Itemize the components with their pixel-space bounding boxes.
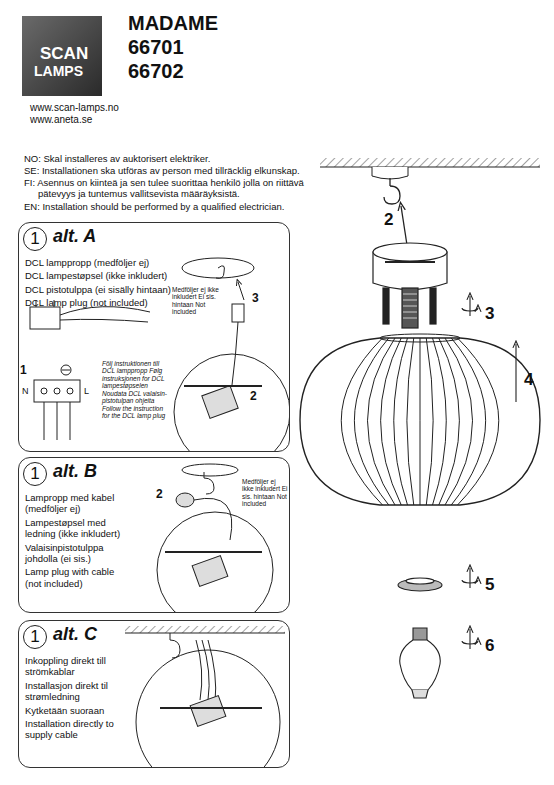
- option-text-block: Inkoppling direkt till strömkablarInstal…: [25, 655, 125, 743]
- article-number: 66702: [128, 60, 184, 83]
- callout-number: 6: [485, 636, 494, 656]
- web-address: www.aneta.se: [30, 114, 92, 126]
- callout-number: 1: [20, 364, 27, 378]
- option-text-block: DCL lamppropp (medföljer ej) DCL lampestø…: [25, 257, 185, 311]
- option-description: DCL lampestøpsel (ikke inkludert): [25, 270, 185, 281]
- lamp-shade: [300, 334, 540, 505]
- option-description: Valaisinpistotulppa johdolla (ei sis.): [25, 542, 133, 565]
- option-description: Lampropp med kabel (medföljer ej): [25, 492, 133, 515]
- callout-number: 5: [485, 575, 494, 595]
- option-heading: alt. A: [53, 226, 96, 247]
- not-included-note: Medföljer ej ikke inkludert Ei sis. hint…: [172, 286, 226, 316]
- instruction-note: Följ instruktionen till DCL lamppropp Fø…: [102, 360, 168, 420]
- safety-note: SE: Installationen ska utföras av person…: [24, 166, 314, 177]
- safety-note: NO: Skal installeres av auktorisert elek…: [24, 154, 314, 165]
- step-circle: 1: [23, 227, 47, 251]
- rotate-arrows: [462, 296, 516, 649]
- not-included-note: Medföljer ej ikke inkludert Ei sis. hint…: [242, 478, 288, 508]
- terminal-label: N: [22, 386, 29, 396]
- logo-text: LAMPS: [34, 63, 83, 79]
- step-circle: 1: [23, 462, 47, 486]
- callout-number: 2: [156, 488, 163, 502]
- product-title: MADAME: [128, 12, 218, 35]
- article-number: 66701: [128, 36, 184, 59]
- callout-number: 2: [250, 390, 257, 404]
- step-number: 1: [30, 464, 39, 484]
- terminal-label: L: [84, 386, 89, 396]
- option-panel: alt. C Inkoppling direkt till strömkablar…: [18, 620, 290, 768]
- logo-text: SCAN: [40, 44, 88, 64]
- option-heading: alt. C: [53, 624, 97, 645]
- socket-ring: [398, 578, 442, 591]
- option-description: DCL pistotulppa (ei sisälly hintaan): [25, 284, 185, 295]
- callout-number: 2: [384, 210, 393, 230]
- option-description: Installation directly to supply cable: [25, 718, 125, 741]
- web-address: www.scan-lamps.no: [30, 102, 119, 114]
- option-description: Installasjon direkt til strømledning: [25, 680, 125, 703]
- option-description: DCL lamp plug (not included): [25, 297, 185, 308]
- bulb: [400, 628, 440, 698]
- callout-number: 3: [485, 304, 494, 324]
- safety-note: EN: Installation should be performed by …: [24, 202, 314, 213]
- option-description: Lampestøpsel med ledning (ikke inkludert…: [25, 517, 133, 540]
- step-number: 1: [30, 627, 39, 647]
- logo-box: [22, 16, 102, 96]
- callout-number: 3: [252, 292, 259, 306]
- ceiling: [320, 158, 540, 179]
- step-circle: 1: [23, 625, 47, 649]
- panel-c-art: [125, 626, 285, 767]
- step-number: 1: [30, 229, 39, 249]
- option-description: DCL lamppropp (medföljer ej): [25, 257, 185, 268]
- option-heading: alt. B: [53, 461, 97, 482]
- option-description: Lamp plug with cable (not included): [25, 566, 133, 589]
- safety-note: FI: Asennus on kiinteä ja sen tulee suor…: [24, 178, 308, 200]
- callout-number: 4: [524, 370, 533, 390]
- hook: [384, 178, 407, 245]
- option-description: Inkoppling direkt till strömkablar: [25, 655, 125, 678]
- canopy: [373, 243, 447, 328]
- option-text-block: Lampropp med kabel (medföljer ej)Lampest…: [25, 492, 133, 591]
- option-description: Kytketään suoraan: [25, 705, 125, 716]
